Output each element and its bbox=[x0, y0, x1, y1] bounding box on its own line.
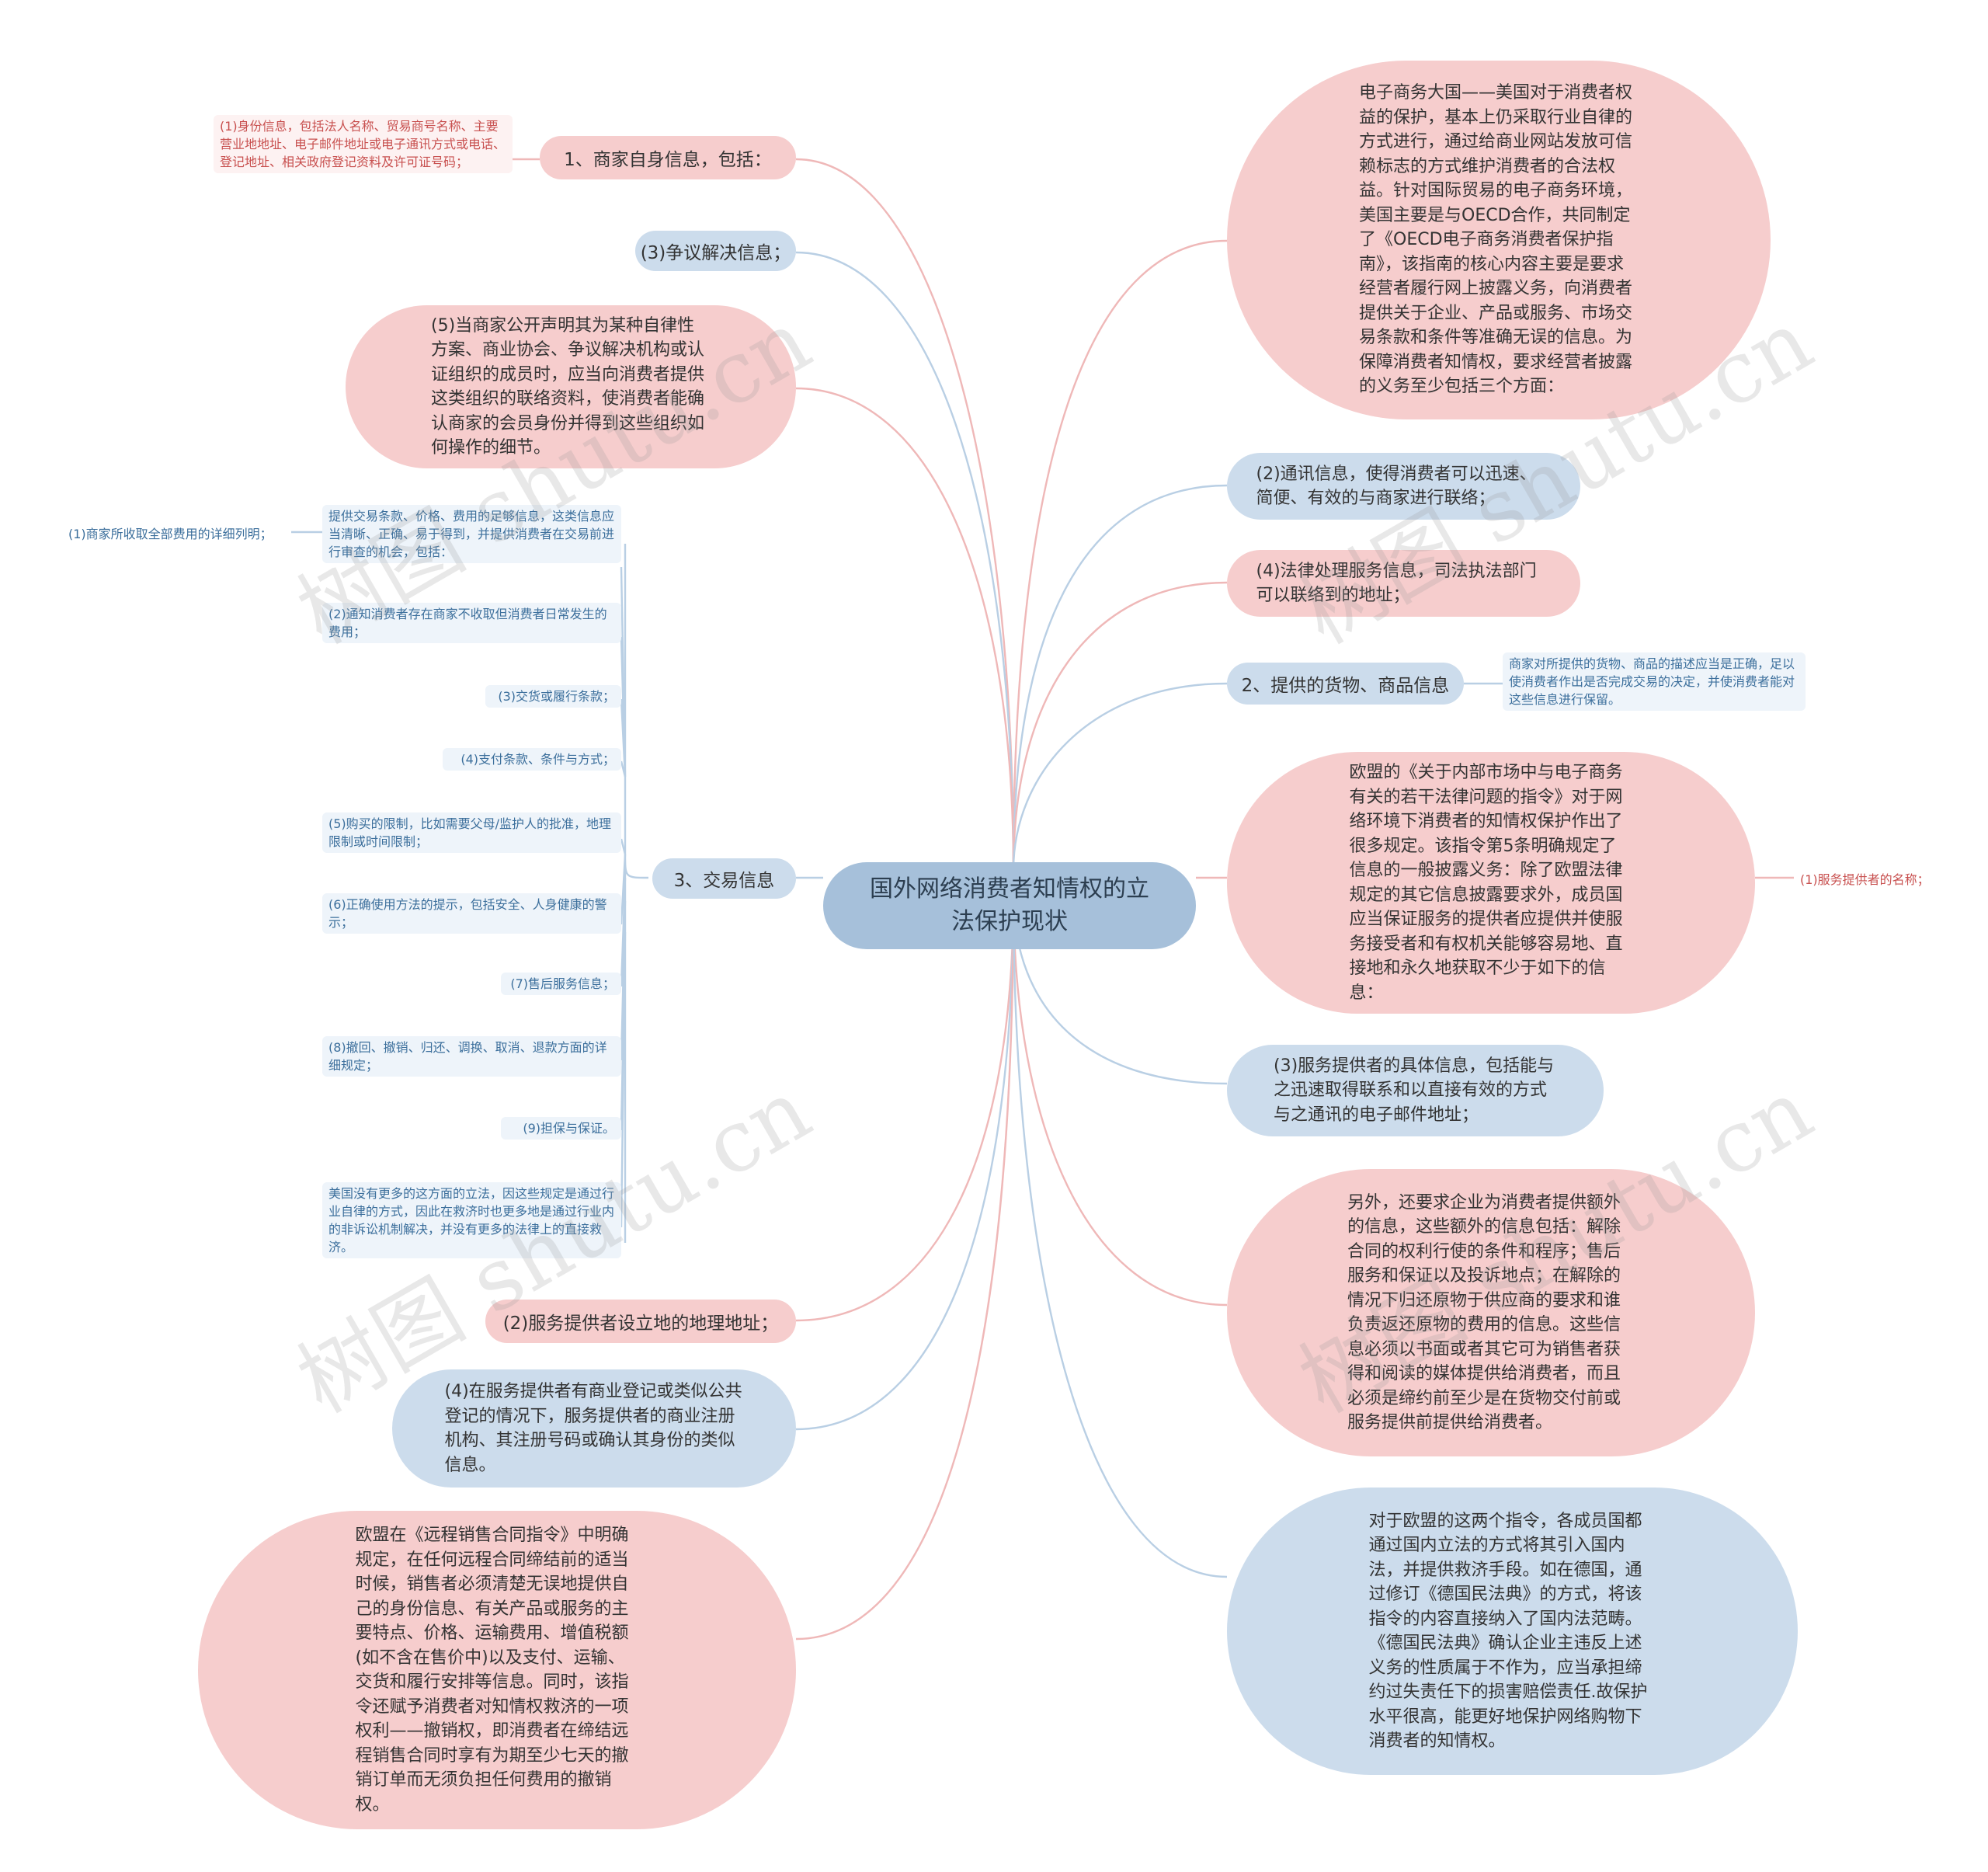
node-usa-label: 电子商务大国——美国对于消费者权益的保护，基本上仍采取行业自律的方式进行，通过给… bbox=[1359, 83, 1633, 397]
node-self-regulation[interactable]: (5)当商家公开声明其为某种自律性方案、商业协会、争议解决机构或认证组织的成员时… bbox=[346, 305, 796, 468]
node-communication[interactable]: (2)通讯信息，使得消费者可以迅速、简便、有效的与商家进行联络； bbox=[1227, 453, 1580, 520]
link-tx-branches bbox=[620, 566, 627, 1228]
node-legal-service-label: (4)法律处理服务信息，司法执法部门可以联络到的地址； bbox=[1256, 561, 1537, 606]
link-goods bbox=[1012, 682, 1228, 871]
node-merchant-info-label: 1、商家自身信息，包括： bbox=[564, 150, 772, 170]
node-provider-address-label: (2)服务提供者设立地的地理地址； bbox=[502, 1314, 779, 1334]
leaf-tx-item-9-label: (9)担保与保证。 bbox=[523, 1121, 615, 1136]
node-distance-selling[interactable]: 欧盟在《远程销售合同指令》中明确规定，在任何远程合同缔结前的适当时候，销售者必须… bbox=[198, 1511, 796, 1829]
leaf-tx-item-5-label: (5)购买的限制，比如需要父母/监护人的批准，地理限制或时间限制； bbox=[328, 816, 612, 849]
link-usa bbox=[1012, 239, 1228, 871]
node-provider-contact[interactable]: (3)服务提供者的具体信息，包括能与之迅速取得联系和以直接有效的方式与之通讯的电… bbox=[1227, 1045, 1604, 1136]
node-extra-info[interactable]: 另外，还要求企业为消费者提供额外的信息，这些额外的信息包括：解除合同的权利行使的… bbox=[1227, 1169, 1755, 1456]
link-distance-selling bbox=[795, 893, 1015, 1641]
leaf-fees-detail-label: (1)商家所收取全部费用的详细列明； bbox=[68, 527, 273, 541]
link-merchant-info bbox=[795, 158, 1015, 871]
leaf-tx-item-7[interactable]: (7)售后服务信息； bbox=[501, 973, 621, 995]
node-eu-ecommerce-label: 欧盟的《关于内部市场中与电子商务有关的若干法律问题的指令》对于网络环境下消费者的… bbox=[1349, 763, 1623, 1003]
link-tx-trunk bbox=[624, 544, 649, 1243]
leaf-tx-item-6-label: (6)正确使用方法的提示，包括安全、人身健康的警示； bbox=[328, 897, 607, 930]
link-provider-address bbox=[795, 893, 1015, 1322]
leaf-goods-detail-label: 商家对所提供的货物、商品的描述应当是正确，足以使消费者作出是否完成交易的决定，并… bbox=[1509, 656, 1795, 707]
leaf-tx-item-3[interactable]: (3)交货或履行条款； bbox=[485, 685, 621, 708]
link-dispute bbox=[795, 251, 1015, 871]
leaf-merchant-detail-label: (1)身份信息，包括法人名称、贸易商号名称、主要营业地地址、电子邮件地址或电子通… bbox=[220, 119, 506, 169]
node-goods-label: 2、提供的货物、商品信息 bbox=[1241, 676, 1450, 696]
node-germany-label: 对于欧盟的这两个指令，各成员国都通过国内立法的方式将其引入国内法，并提供救济手段… bbox=[1368, 1511, 1648, 1752]
node-extra-info-label: 另外，还要求企业为消费者提供额外的信息，这些额外的信息包括：解除合同的权利行使的… bbox=[1347, 1192, 1621, 1433]
node-provider-contact-label: (3)服务提供者的具体信息，包括能与之迅速取得联系和以直接有效的方式与之通讯的电… bbox=[1274, 1056, 1555, 1125]
leaf-tx-item-5[interactable]: (5)购买的限制，比如需要父母/监护人的批准，地理限制或时间限制； bbox=[322, 812, 621, 853]
leaf-provider-name[interactable]: (1)服务提供者的名称； bbox=[1794, 868, 1961, 891]
node-communication-label: (2)通讯信息，使得消费者可以迅速、简便、有效的与商家进行联络； bbox=[1256, 464, 1537, 509]
leaf-tx-item-4-label: (4)支付条款、条件与方式； bbox=[461, 752, 615, 767]
leaf-tx-item-2[interactable]: (2)通知消费者存在商家不收取但消费者日常发生的费用； bbox=[322, 603, 621, 643]
node-transaction[interactable]: 3、交易信息 bbox=[652, 858, 796, 899]
node-distance-selling-label: 欧盟在《远程销售合同指令》中明确规定，在任何远程合同缔结前的适当时候，销售者必须… bbox=[355, 1526, 629, 1815]
leaf-tx-item-7-label: (7)售后服务信息； bbox=[510, 976, 615, 991]
leaf-fees-detail[interactable]: (1)商家所收取全部费用的详细列明； bbox=[62, 523, 295, 545]
leaf-merchant-detail[interactable]: (1)身份信息，包括法人名称、贸易商号名称、主要营业地地址、电子邮件地址或电子通… bbox=[214, 115, 513, 173]
central-topic[interactable]: 国外网络消费者知情权的立法保护现状 bbox=[823, 862, 1196, 949]
link-legal-service bbox=[1012, 581, 1228, 871]
node-goods[interactable]: 2、提供的货物、商品信息 bbox=[1227, 663, 1464, 705]
node-eu-ecommerce[interactable]: 欧盟的《关于内部市场中与电子商务有关的若干法律问题的指令》对于网络环境下消费者的… bbox=[1227, 752, 1755, 1014]
link-germany bbox=[1012, 893, 1228, 1578]
node-dispute-label: (3)争议解决信息； bbox=[640, 243, 791, 263]
link-extra-info bbox=[1012, 893, 1228, 1307]
node-dispute[interactable]: (3)争议解决信息； bbox=[635, 231, 796, 271]
node-legal-service[interactable]: (4)法律处理服务信息，司法执法部门可以联络到的地址； bbox=[1227, 550, 1580, 617]
leaf-tx-usa-note[interactable]: 美国没有更多的这方面的立法，因这些规定是通过行业自律的方式，因此在救济时也更多地… bbox=[322, 1182, 621, 1258]
node-provider-register[interactable]: (4)在服务提供者有商业登记或类似公共登记的情况下，服务提供者的商业注册机构、其… bbox=[392, 1369, 796, 1488]
node-merchant-info[interactable]: 1、商家自身信息，包括： bbox=[540, 136, 796, 179]
node-provider-register-label: (4)在服务提供者有商业登记或类似公共登记的情况下，服务提供者的商业注册机构、其… bbox=[444, 1382, 742, 1475]
leaf-goods-detail[interactable]: 商家对所提供的货物、商品的描述应当是正确，足以使消费者作出是否完成交易的决定，并… bbox=[1503, 652, 1806, 711]
leaf-tx-item-8[interactable]: (8)撤回、撤销、归还、调换、取消、退款方面的详细规定； bbox=[322, 1036, 621, 1077]
leaf-tx-item-3-label: (3)交货或履行条款； bbox=[498, 689, 615, 704]
link-provider-register bbox=[795, 893, 1015, 1431]
leaf-tx-item-4[interactable]: (4)支付条款、条件与方式； bbox=[443, 748, 621, 771]
node-transaction-label: 3、交易信息 bbox=[673, 871, 775, 891]
leaf-tx-item-6[interactable]: (6)正确使用方法的提示，包括安全、人身健康的警示； bbox=[322, 893, 621, 934]
leaf-tx-item-9[interactable]: (9)担保与保证。 bbox=[501, 1117, 621, 1140]
central-topic-label: 国外网络消费者知情权的立法保护现状 bbox=[870, 875, 1149, 935]
leaf-tx-item-2-label: (2)通知消费者存在商家不收取但消费者日常发生的费用； bbox=[328, 607, 607, 639]
node-usa[interactable]: 电子商务大国——美国对于消费者权益的保护，基本上仍采取行业自律的方式进行，通过给… bbox=[1227, 61, 1771, 419]
leaf-transaction-intro-label: 提供交易条款、价格、费用的足够信息，这类信息应当清晰、正确、易于得到，并提供消费… bbox=[328, 509, 615, 559]
leaf-provider-name-label: (1)服务提供者的名称； bbox=[1800, 872, 1930, 887]
node-provider-address[interactable]: (2)服务提供者设立地的地理地址； bbox=[485, 1300, 796, 1343]
leaf-tx-item-8-label: (8)撤回、撤销、归还、调换、取消、退款方面的详细规定； bbox=[328, 1040, 607, 1073]
link-self-regulation bbox=[795, 387, 1015, 871]
node-germany[interactable]: 对于欧盟的这两个指令，各成员国都通过国内立法的方式将其引入国内法，并提供救济手段… bbox=[1227, 1488, 1798, 1775]
link-communication bbox=[1012, 484, 1228, 871]
leaf-tx-usa-note-label: 美国没有更多的这方面的立法，因这些规定是通过行业自律的方式，因此在救济时也更多地… bbox=[328, 1186, 615, 1254]
leaf-transaction-intro[interactable]: 提供交易条款、价格、费用的足够信息，这类信息应当清晰、正确、易于得到，并提供消费… bbox=[322, 505, 621, 563]
node-self-regulation-label: (5)当商家公开声明其为某种自律性方案、商业协会、争议解决机构或认证组织的成员时… bbox=[431, 315, 705, 458]
